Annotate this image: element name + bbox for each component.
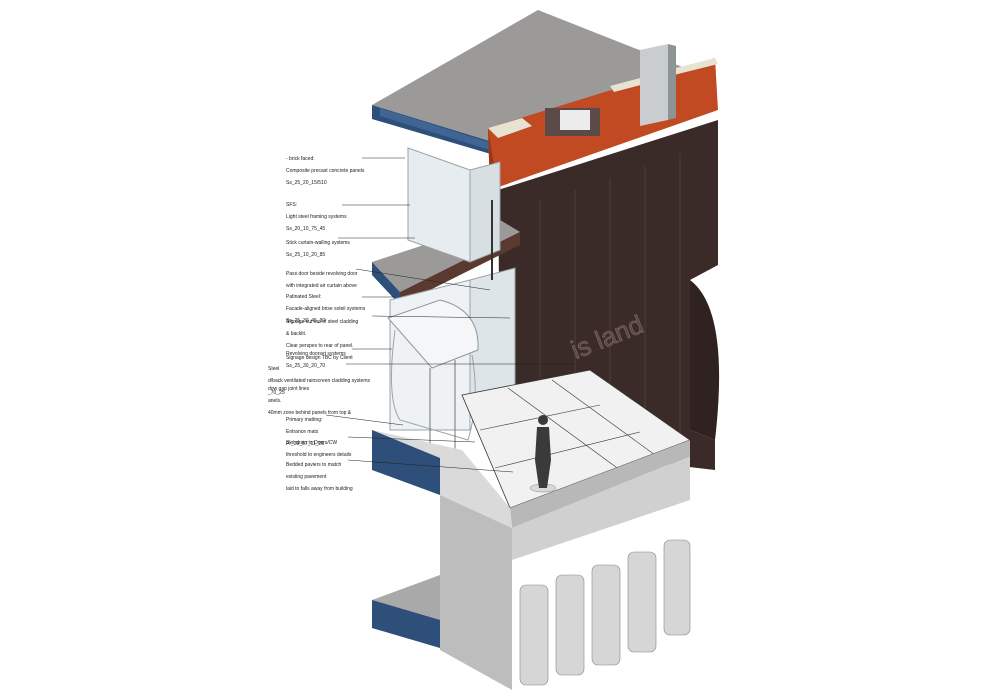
note-line: Patinated Steel: [286, 294, 322, 300]
note-line: Composite precast concrete panels [286, 168, 365, 174]
note-rainscreen-cladding: Steel d/back ventilated rainscreen cladd… [268, 360, 370, 402]
note-brick-faced: - brick faced: Composite precast concret… [286, 150, 364, 192]
note-line: Pass door beside revolving door [286, 271, 358, 277]
piles [519, 539, 691, 686]
note-slot-drain: Slot drain to Doors/CW threshold to engi… [286, 434, 351, 464]
note-line: Ss_25_10_20_85 [286, 252, 326, 258]
note-line: Stick curtain-walling systems [286, 240, 350, 246]
person-scale-figure [529, 415, 557, 493]
note-line: SFS: [286, 202, 298, 208]
note-line: Slot drain to Doors/CW [286, 440, 338, 446]
note-line: Ss_25_30_20_70 [286, 363, 326, 369]
note-line: with integrated air curtain above [286, 283, 357, 289]
leader-lines [325, 157, 575, 473]
note-line: Clear perspex to rear of panel. [286, 343, 354, 349]
foundation-structure [372, 456, 690, 690]
note-line: Bedded paviers to match [286, 462, 342, 468]
note-line: Pr_35_57_11_26 [286, 441, 324, 447]
note-line: Signage design TBC by Client [286, 355, 353, 361]
note-line: Signage cut out of steel cladding [286, 319, 359, 325]
note-line: Facade-aligned brise soleil systems [286, 306, 366, 312]
note-line: Primary matting: [286, 417, 323, 423]
note-line: 40mm zone behind panels from top & [268, 410, 352, 416]
brick-parapet [488, 44, 718, 190]
note-patinated-steel: Patinated Steel: Facade-aligned brise so… [286, 288, 365, 330]
note-line: Light steel framing systems [286, 214, 347, 220]
note-line: Ss_20_10_75_45 [286, 226, 326, 232]
note-line: Ss_25_20_15/510 [286, 180, 327, 186]
note-line: Ss_25_30_45_30 [286, 318, 326, 324]
note-primary-matting: Primary matting: Entrance mats Pr_35_57_… [286, 411, 324, 453]
note-line: threshold to engineers details [286, 452, 352, 458]
note-line: dow gap joint lines [268, 386, 310, 392]
note-line: existing pavement [286, 474, 327, 480]
note-line: Revolving doorset systems [286, 351, 346, 357]
note-line: Entrance mats [286, 429, 319, 435]
note-line: & backlit. [286, 331, 307, 337]
note-curtain-walling: Stick curtain-walling systems Ss_25_10_2… [286, 234, 350, 264]
ground-floor-platform [372, 369, 691, 528]
note-signage: Signage cut out of steel cladding & back… [286, 313, 358, 367]
note-gap-joint-lines: dow gap joint lines anels. 40mm zone beh… [268, 380, 351, 422]
note-line: - brick faced: [286, 156, 315, 162]
note-line: anels. [268, 398, 282, 404]
note-line: d/back ventilated rainscreen cladding sy… [268, 378, 370, 384]
note-pass-door: Pass door beside revolving door with int… [286, 265, 357, 295]
note-line: Steel [268, 366, 280, 372]
note-bedded-paviers: Bedded paviers to match existing pavemen… [286, 456, 353, 498]
note-revolving-doorset: Revolving doorset systems Ss_25_30_20_70 [286, 345, 346, 375]
note-line: laid to falls away from building [286, 486, 353, 492]
note-line: _70_25 [268, 390, 285, 396]
note-sfs: SFS: Light steel framing systems Ss_20_1… [286, 196, 347, 238]
